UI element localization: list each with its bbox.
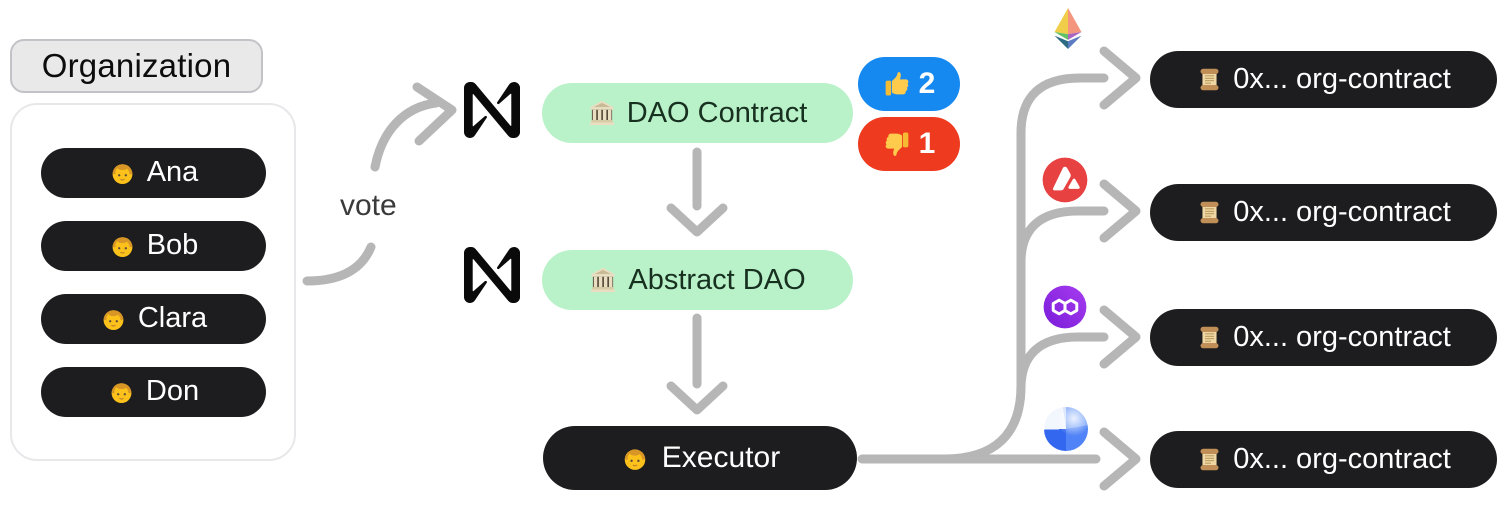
- branch-trunk-top: [939, 73, 1109, 464]
- polygon-icon: [1043, 285, 1087, 329]
- thumbs-down-icon: [883, 130, 911, 158]
- branch-polygon-arrowhead: [1099, 305, 1141, 369]
- thumbs-down-count: 1: [918, 127, 936, 160]
- branch-polygon: [1016, 332, 1109, 393]
- classical-building-icon: [589, 266, 617, 294]
- executor-label: Executor: [661, 441, 781, 474]
- thumbs-up-icon: [883, 70, 911, 98]
- classical-building-icon: [588, 99, 616, 127]
- abstract-dao-label: Abstract DAO: [628, 263, 806, 296]
- member-pill-don: Don: [40, 366, 266, 417]
- org-contract-label: 0x... org-contract: [1233, 321, 1451, 353]
- dao-contract-label: DAO Contract: [626, 96, 808, 129]
- blue-sphere-chain-icon: [1044, 407, 1088, 451]
- branch-avalanche: [1016, 206, 1109, 267]
- person-icon: [108, 231, 137, 260]
- scroll-icon: [1196, 446, 1223, 473]
- dao-contract-node: DAO Contract: [542, 83, 853, 143]
- vote-label: vote: [340, 189, 397, 222]
- org-contract-label: 0x... org-contract: [1233, 63, 1451, 95]
- near-protocol-icon: [464, 247, 520, 303]
- near-protocol-icon: [464, 82, 520, 138]
- organization-members-box: Ana Bob Clara Don: [10, 103, 296, 461]
- executor-main-arrowhead: [1099, 427, 1141, 491]
- scroll-icon: [1196, 66, 1223, 93]
- member-pill-clara: Clara: [40, 293, 266, 344]
- person-icon: [99, 304, 128, 333]
- thumbs-up-badge: 2: [858, 57, 960, 111]
- vote-arrow-head-line: [370, 98, 441, 172]
- organization-label: Organization: [10, 39, 263, 93]
- vote-arrowhead: [412, 82, 457, 146]
- org-contract-node-sphere: 0x... org-contract: [1150, 431, 1497, 488]
- dao-to-abstract-arrowhead: [666, 203, 728, 237]
- vote-arrow-tail: [302, 242, 376, 286]
- org-contract-label: 0x... org-contract: [1233, 196, 1451, 228]
- ethereum-icon: [1051, 5, 1085, 52]
- thumbs-up-count: 2: [918, 67, 936, 100]
- branch-top-arrowhead: [1099, 46, 1141, 110]
- scroll-icon: [1196, 324, 1223, 351]
- member-pill-ana: Ana: [40, 147, 266, 198]
- thumbs-down-badge: 1: [858, 117, 960, 171]
- abstract-dao-node: Abstract DAO: [542, 250, 853, 310]
- person-icon: [620, 443, 650, 473]
- member-name: Clara: [137, 302, 208, 334]
- avalanche-icon: [1042, 157, 1088, 203]
- org-contract-node-polygon: 0x... org-contract: [1150, 309, 1497, 366]
- member-pill-bob: Bob: [40, 220, 266, 271]
- person-icon: [107, 377, 136, 406]
- org-contract-node-ethereum: 0x... org-contract: [1150, 51, 1497, 108]
- member-name: Ana: [146, 156, 199, 188]
- org-contract-label: 0x... org-contract: [1233, 443, 1451, 475]
- branch-avalanche-arrowhead: [1099, 179, 1141, 243]
- member-name: Don: [145, 375, 200, 407]
- scroll-icon: [1196, 199, 1223, 226]
- org-contract-node-avalanche: 0x... org-contract: [1150, 184, 1497, 241]
- abstract-to-executor-arrowhead: [666, 381, 728, 415]
- member-name: Bob: [146, 229, 199, 261]
- executor-node: Executor: [543, 426, 857, 490]
- person-icon: [108, 158, 137, 187]
